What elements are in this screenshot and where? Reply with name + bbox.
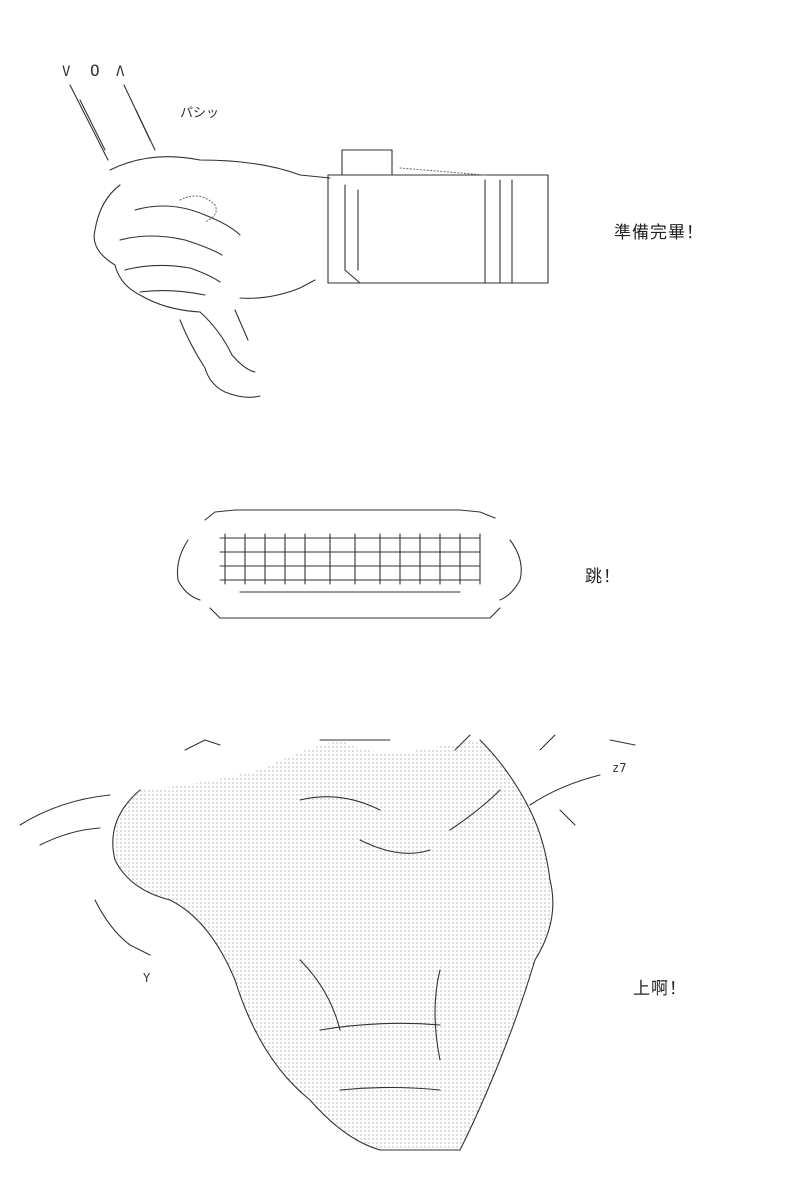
charge-ascii-art: z7 Y [19,734,636,1151]
glyph-o: O [90,61,100,80]
panel-charge: z7 Y 上啊！ [0,730,800,1170]
glyph-v: V [62,64,71,80]
panel-jump: 跳！ [0,500,800,640]
hand-camera-ascii-art: V O Λ [62,61,549,398]
caption-jump: 跳！ [585,567,621,587]
sfx-text: パシッ [180,106,220,121]
glyph-z7: z7 [612,761,626,775]
caption-ready: 準備完畢！ [614,223,704,243]
glyph-y: Y [143,971,151,985]
panel-camera: V O Λ パシッ 準備完畢！ [0,0,800,420]
jump-ascii-art [176,509,522,619]
caption-charge: 上啊！ [633,979,687,999]
glyph-lambda: Λ [116,64,125,80]
